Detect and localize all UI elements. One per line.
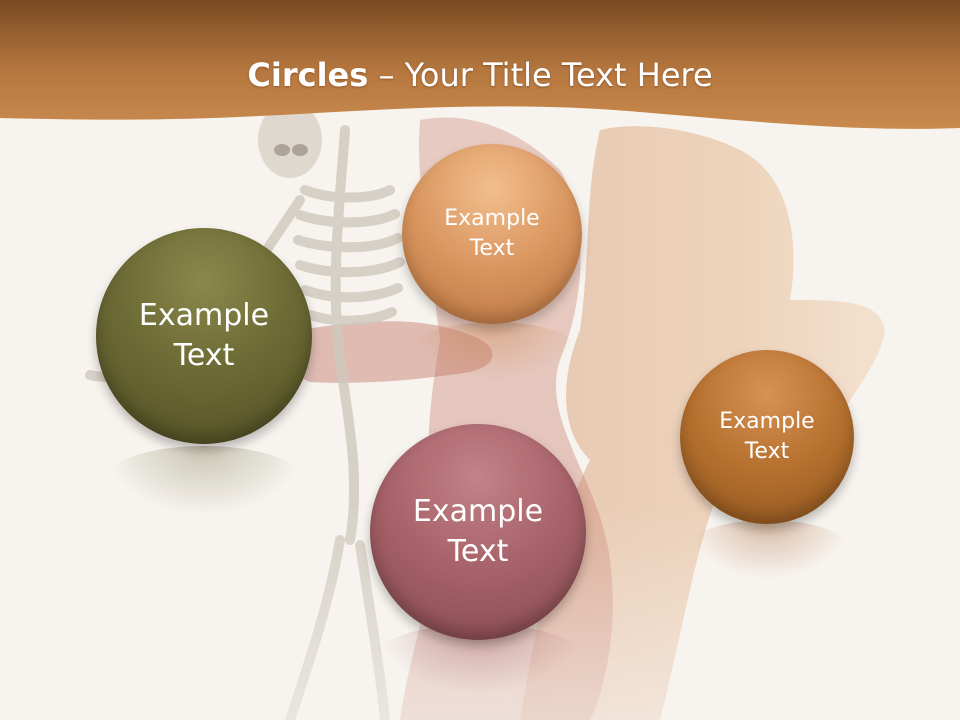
circle-reflection: [408, 322, 580, 382]
circle-peach: Example Text: [402, 144, 582, 324]
circle-reflection: [686, 520, 850, 580]
header-band: [0, 0, 960, 129]
slide-title: Circles – Your Title Text Here: [0, 56, 960, 94]
circle-olive: Example Text: [96, 228, 312, 444]
circle-rose: Example Text: [370, 424, 586, 640]
title-bold: Circles: [247, 56, 369, 94]
circle-label: Example Text: [444, 206, 540, 261]
title-rest: – Your Title Text Here: [368, 56, 713, 94]
circle-label: Example Text: [719, 409, 815, 464]
circle-label: Example Text: [138, 297, 270, 374]
circle-label: Example Text: [412, 493, 544, 570]
circle-bronze: Example Text: [680, 350, 854, 524]
circle-reflection: [104, 446, 304, 516]
